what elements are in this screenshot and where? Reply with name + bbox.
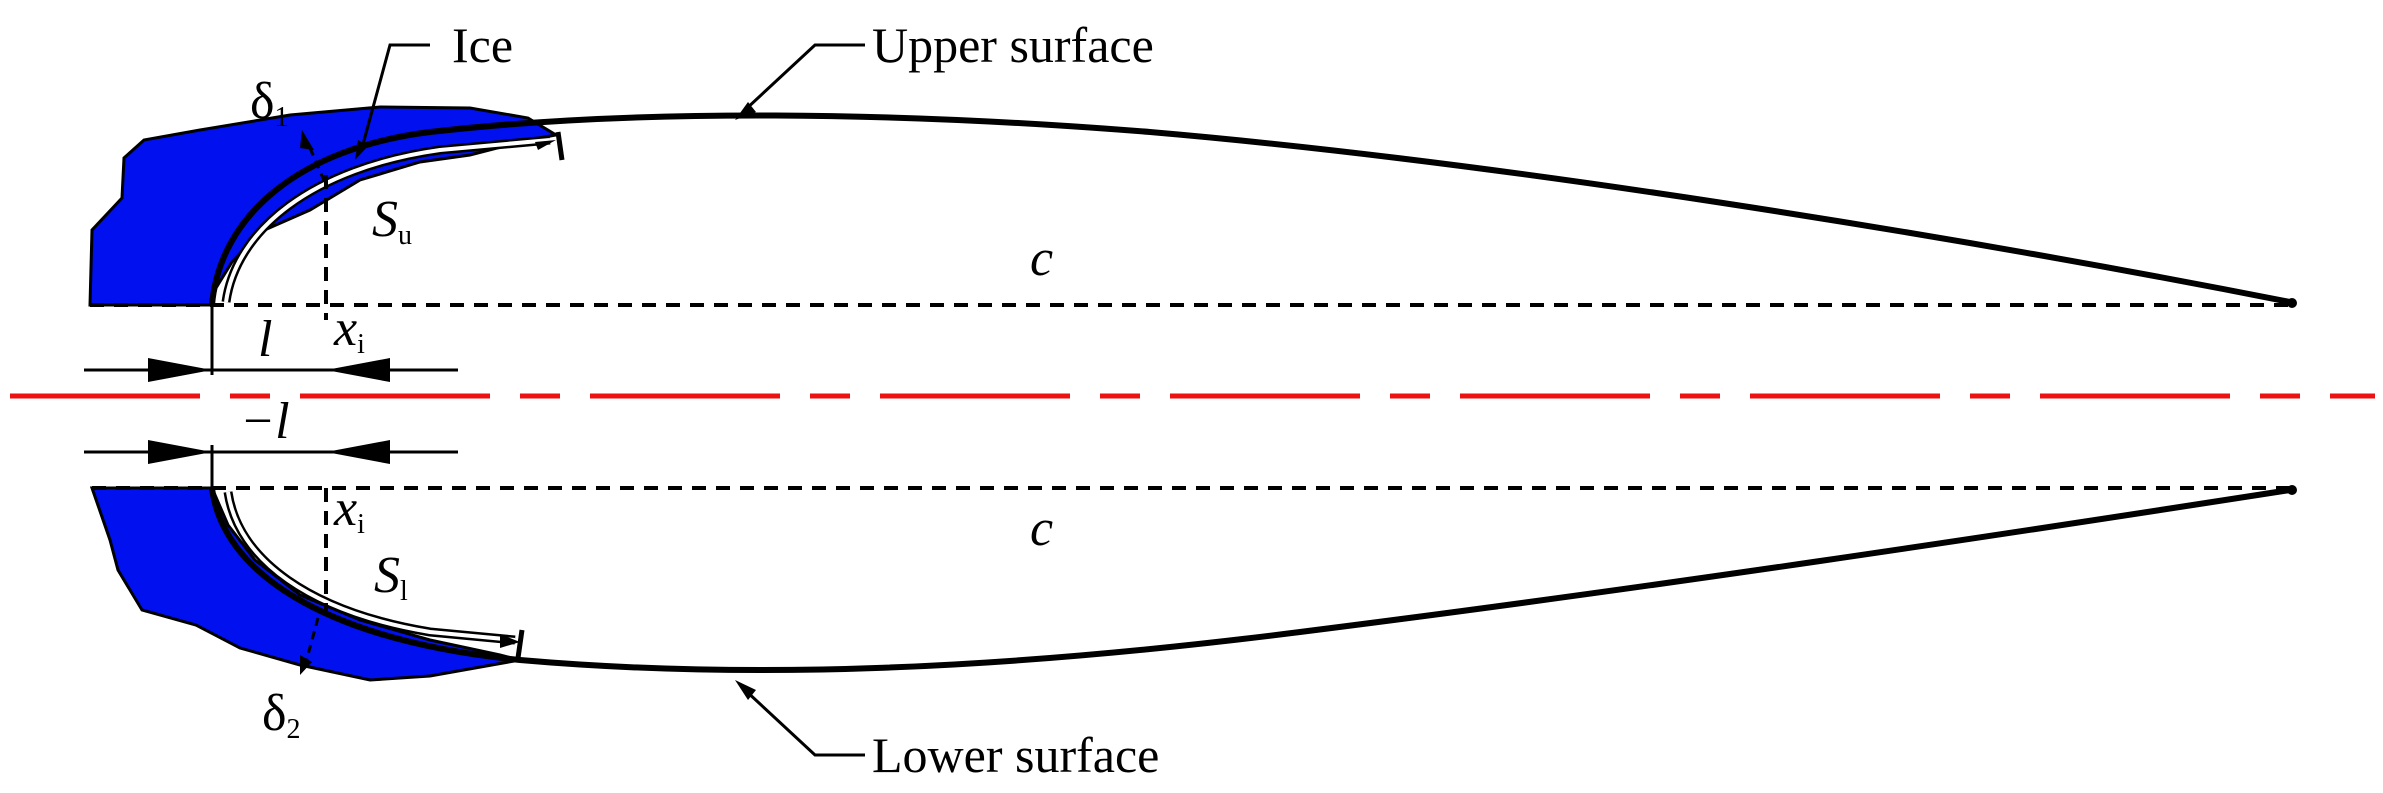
l-lower-symbol: −l (240, 393, 290, 450)
chord-upper-symbol: c (1030, 230, 1053, 287)
ice-label: Ice (452, 17, 513, 73)
upper-surface-curve (209, 112, 2291, 306)
s-lower-symbol: Sl (374, 547, 408, 607)
delta1-symbol: δ1 (250, 73, 289, 133)
delta1-indicator (308, 147, 328, 186)
l-upper-symbol: l (258, 311, 272, 368)
x-i-upper-symbol: xi (333, 300, 365, 360)
delta2-indicator (304, 617, 320, 663)
lower-surface-callout-leader (743, 688, 865, 757)
upper-surface-label: Upper surface (872, 17, 1154, 73)
ice-region-upper (88, 105, 561, 307)
lower-surface-label: Lower surface (872, 727, 1159, 783)
ice-region-lower (89, 486, 521, 682)
upper-surface-callout-leader (743, 43, 865, 112)
lower-surface-curve (209, 487, 2291, 674)
ice-callout-leader (360, 43, 430, 149)
delta2-symbol: δ2 (262, 685, 301, 745)
x-i-lower-symbol: xi (333, 480, 365, 540)
chord-lower-symbol: c (1030, 500, 1053, 557)
s-upper-symbol: Su (372, 191, 412, 251)
